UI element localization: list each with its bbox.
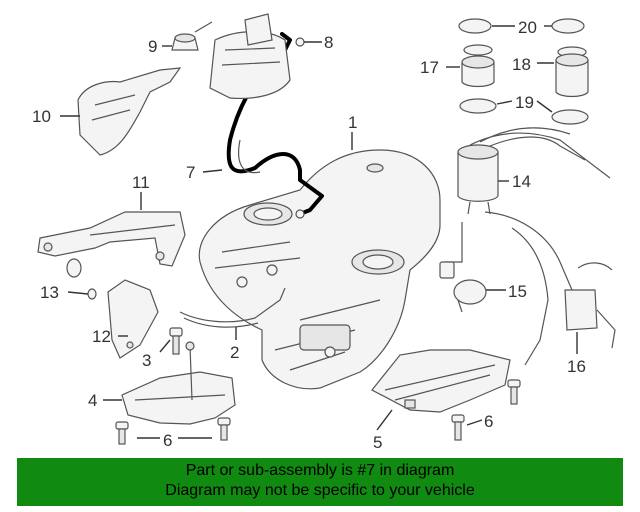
callout-1: 1	[348, 113, 357, 132]
fuel-sender-15	[439, 222, 487, 313]
valve-cap	[171, 21, 213, 51]
callout-15: 15	[508, 282, 527, 301]
bolts-6	[115, 379, 521, 445]
callout-5: 5	[373, 433, 382, 452]
callout-3: 3	[142, 351, 151, 370]
strap	[179, 287, 286, 328]
heat-shield	[77, 67, 182, 156]
bolt-3	[169, 327, 183, 355]
lock-ring-20	[458, 18, 585, 34]
callout-20: 20	[518, 18, 537, 37]
wiring-harness-16	[484, 211, 616, 366]
callout-9: 9	[148, 37, 157, 56]
callout-4: 4	[88, 391, 97, 410]
callout-11: 11	[132, 173, 150, 192]
callout-6-left: 6	[163, 431, 172, 450]
callout-8: 8	[324, 33, 333, 52]
callout-6-right: 6	[484, 412, 493, 431]
callout-labels: 1 2 3 4 5 6 6 7 8 9 10 11 12 13 14 15 16…	[32, 18, 586, 452]
callout-12: 12	[92, 327, 111, 346]
callout-13: 13	[40, 283, 59, 302]
vent-canister	[209, 13, 305, 100]
callout-18: 18	[512, 55, 531, 74]
callout-2: 2	[230, 343, 239, 362]
notice-banner: Part or sub-assembly is #7 in diagram Di…	[17, 458, 623, 506]
shield	[107, 279, 159, 359]
pump-modules	[461, 44, 589, 98]
skid-plate-right	[371, 349, 511, 413]
callout-14: 14	[512, 172, 531, 191]
leader-lines	[60, 25, 578, 439]
callout-17: 17	[420, 58, 439, 77]
fuel-pump-14	[457, 127, 611, 215]
tank-strap-shield	[37, 211, 186, 267]
callout-10: 10	[32, 107, 51, 126]
notice-line-part: Part or sub-assembly is #7 in diagram	[185, 462, 455, 479]
fuel-system-diagram: 1 2 3 4 5 6 6 7 8 9 10 11 12 13 14 15 16…	[32, 13, 616, 452]
notice-line-disclaimer: Diagram may not be specific to your vehi…	[165, 482, 475, 499]
fuel-tank	[198, 149, 441, 390]
seal-rings-19	[459, 98, 589, 125]
callout-19: 19	[515, 93, 534, 112]
skid-plate-left	[121, 341, 236, 425]
callout-16: 16	[567, 357, 586, 376]
callout-7: 7	[186, 163, 195, 182]
